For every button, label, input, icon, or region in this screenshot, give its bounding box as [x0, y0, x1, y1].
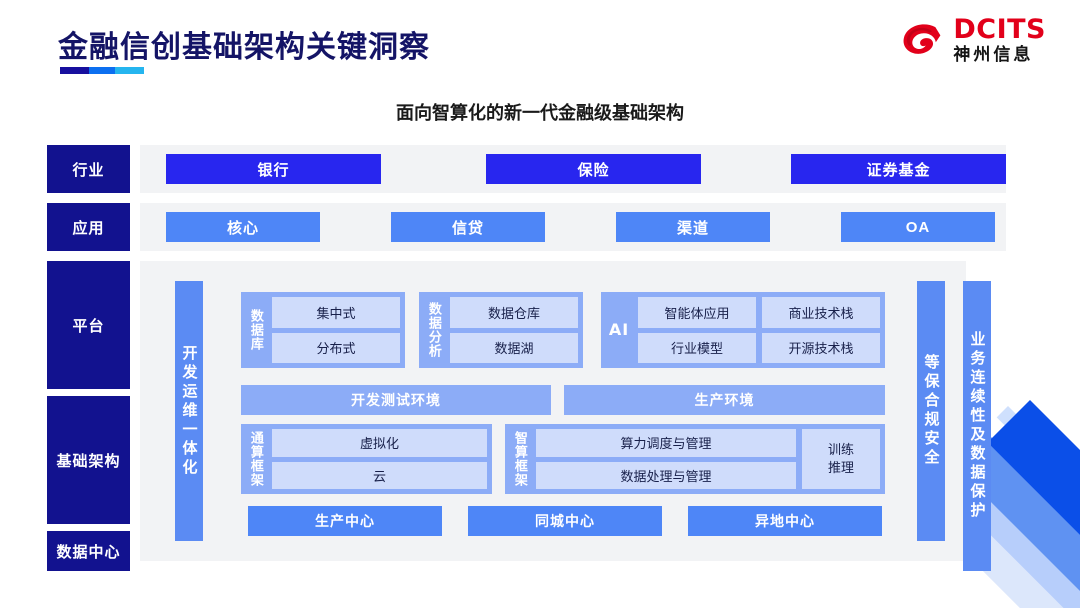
industry-chip-bank[interactable]: 银行 — [166, 154, 381, 184]
application-row: 核心 信贷 渠道 OA — [140, 203, 1006, 251]
industry-chip-securities-fund[interactable]: 证券基金 — [791, 154, 1006, 184]
vertical-bar-devops[interactable]: 开发运维一体化 — [175, 281, 203, 541]
side-label-infrastructure: 基础架构 — [47, 396, 130, 524]
title-underline-rule — [60, 67, 145, 74]
cell-industry-model[interactable]: 行业模型 — [638, 332, 756, 363]
cell-agent-application[interactable]: 智能体应用 — [638, 297, 756, 328]
group-intelligent-computing-framework: 智算框架 算力调度与管理 数据处理与管理 训练 推理 — [505, 424, 885, 494]
cell-commercial-tech-stack[interactable]: 商业技术栈 — [762, 297, 880, 328]
side-label-industry: 行业 — [47, 145, 130, 193]
env-bar-production[interactable]: 生产环境 — [564, 385, 885, 415]
data-center-metro[interactable]: 同城中心 — [468, 506, 662, 536]
training-label: 训练 — [827, 442, 854, 458]
cell-centralized[interactable]: 集中式 — [272, 297, 400, 328]
industry-chip-insurance[interactable]: 保险 — [486, 154, 701, 184]
data-center-production[interactable]: 生产中心 — [248, 506, 442, 536]
cell-virtualization[interactable]: 虚拟化 — [272, 429, 487, 457]
inference-label: 推理 — [827, 460, 854, 475]
application-chip-channel[interactable]: 渠道 — [616, 212, 770, 242]
diagram-subtitle: 面向智算化的新一代金融级基础架构 — [396, 103, 684, 123]
cell-compute-scheduling-management[interactable]: 算力调度与管理 — [536, 429, 796, 457]
cell-open-source-tech-stack[interactable]: 开源技术栈 — [762, 332, 880, 363]
brand-logo: DCITS 神州信息 — [899, 16, 1046, 63]
cell-cloud[interactable]: 云 — [272, 461, 487, 489]
side-label-application: 应用 — [47, 203, 130, 251]
cell-training-inference[interactable]: 训练 推理 — [802, 429, 880, 489]
side-label-data-center: 数据中心 — [47, 531, 130, 571]
industry-row: 银行 保险 证券基金 — [140, 145, 1006, 193]
group-general-computing-framework: 通算框架 虚拟化 云 — [241, 424, 492, 494]
application-chip-core[interactable]: 核心 — [166, 212, 320, 242]
group-ai: AI 智能体应用 行业模型 商业技术栈 开源技术栈 — [601, 292, 885, 368]
group-label-data-analysis: 数据分析 — [426, 302, 442, 358]
cell-distributed[interactable]: 分布式 — [272, 332, 400, 363]
vertical-bar-business-continuity[interactable]: 业务连续性及数据保护 — [963, 281, 991, 571]
group-data-analysis: 数据分析 数据仓库 数据湖 — [419, 292, 583, 368]
env-bar-dev-test[interactable]: 开发测试环境 — [241, 385, 551, 415]
page-title: 金融信创基础架构关键洞察 — [58, 31, 430, 64]
group-label-database: 数据库 — [248, 309, 264, 351]
cell-data-warehouse[interactable]: 数据仓库 — [450, 297, 578, 328]
group-label-general-computing-framework: 通算框架 — [248, 431, 264, 487]
application-chip-credit[interactable]: 信贷 — [391, 212, 545, 242]
logo-en-text: DCITS — [953, 14, 1046, 45]
side-label-platform: 平台 — [47, 261, 130, 389]
dcits-swirl-icon — [903, 23, 941, 54]
logo-cn-text: 神州信息 — [953, 45, 1034, 64]
group-database: 数据库 集中式 分布式 — [241, 292, 405, 368]
cell-data-lake[interactable]: 数据湖 — [450, 332, 578, 363]
application-chip-oa[interactable]: OA — [841, 212, 995, 242]
group-label-ai: AI — [608, 319, 630, 339]
group-label-intelligent-computing-framework: 智算框架 — [512, 431, 528, 487]
vertical-bar-security-compliance[interactable]: 等保合规安全 — [917, 281, 945, 541]
cell-data-processing-management[interactable]: 数据处理与管理 — [536, 461, 796, 489]
data-center-remote[interactable]: 异地中心 — [688, 506, 882, 536]
